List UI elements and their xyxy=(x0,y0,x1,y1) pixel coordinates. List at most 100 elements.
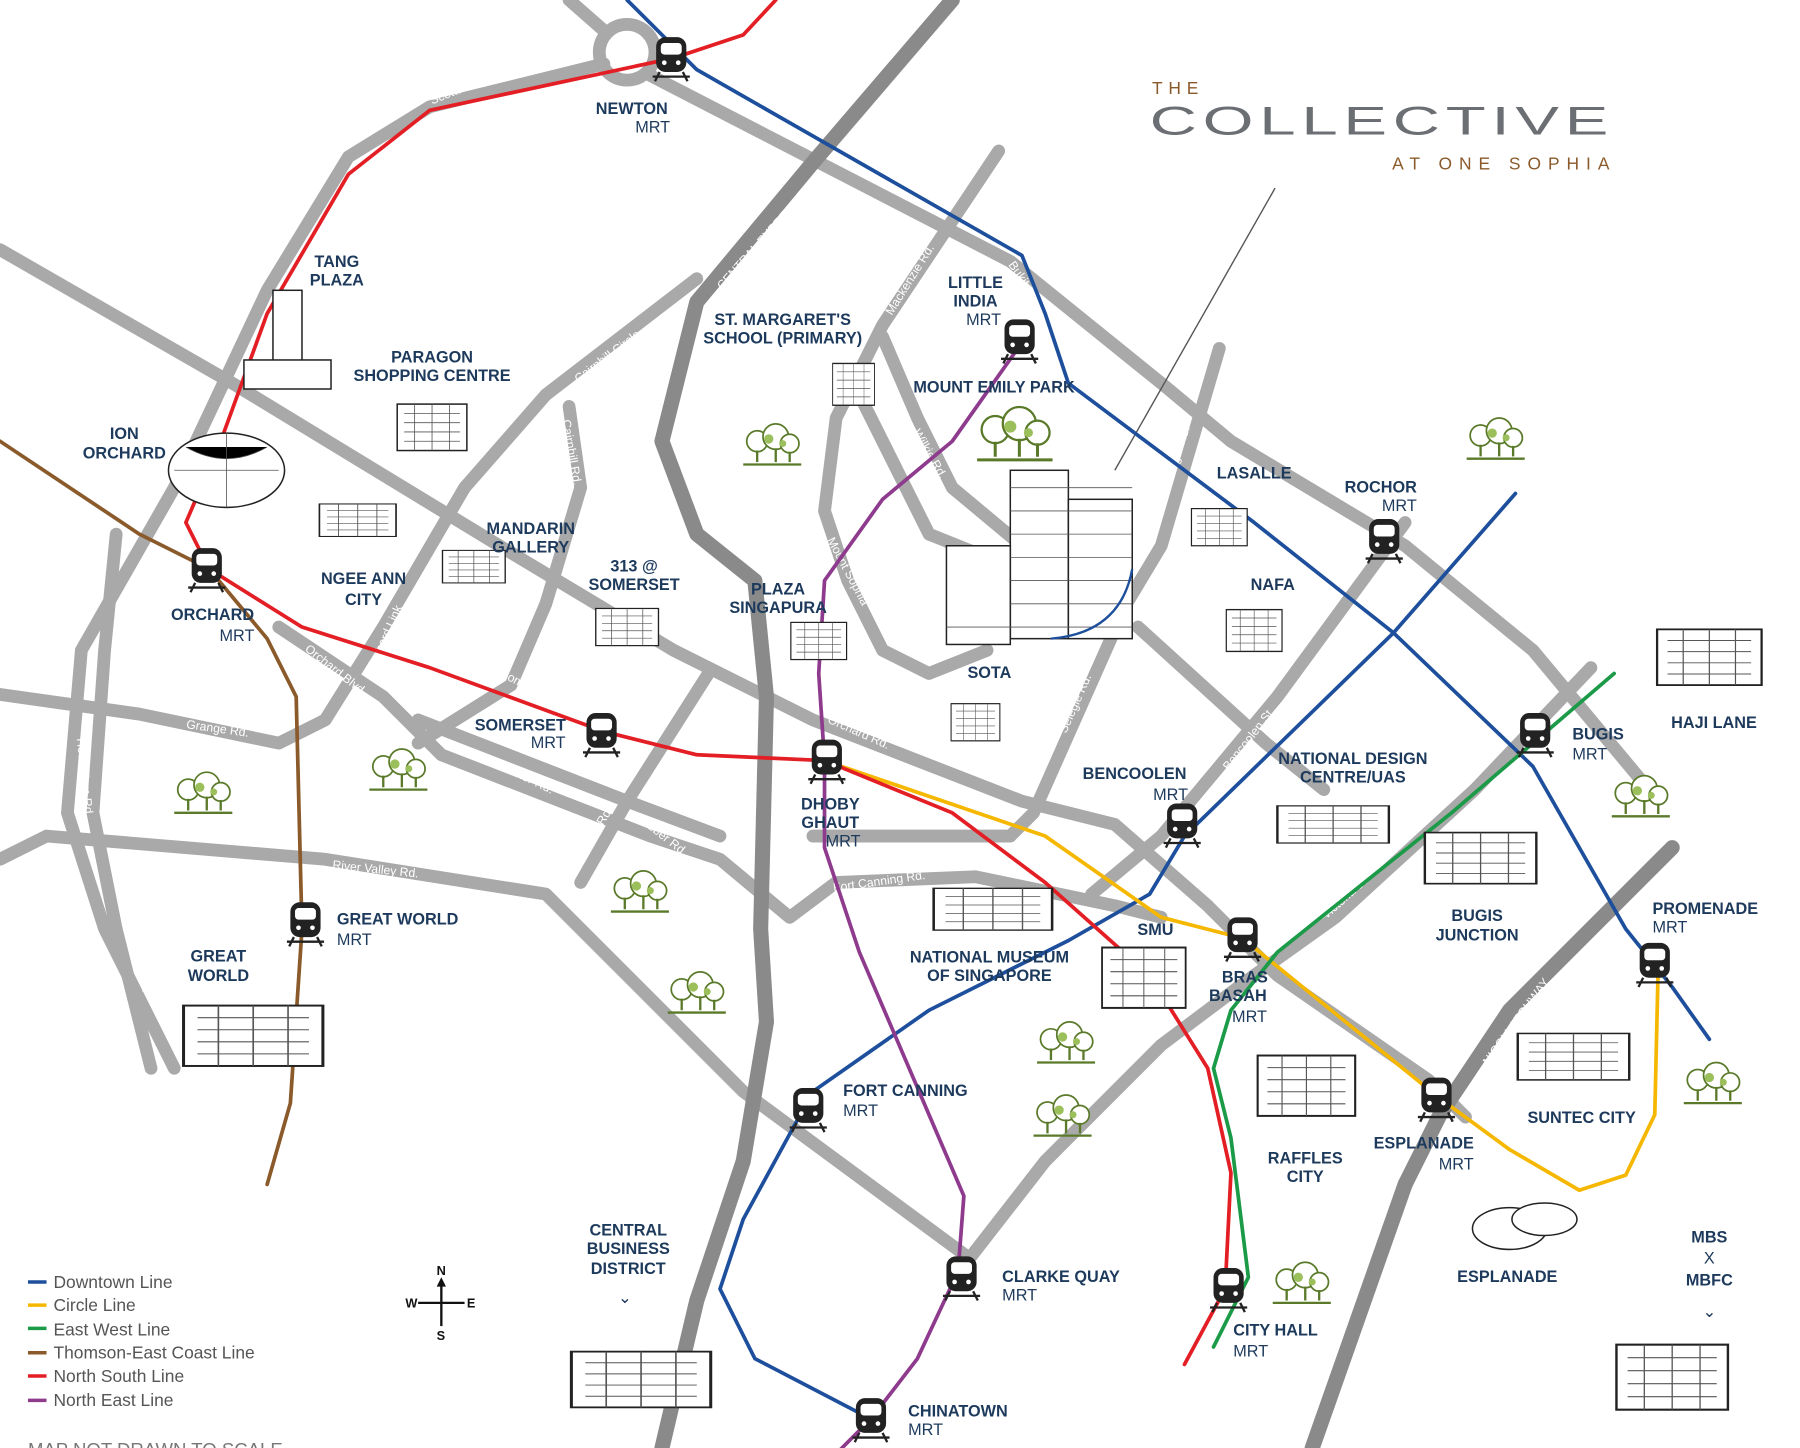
place-mandarin: MANDARIN xyxy=(487,520,575,538)
place-ion: ION xyxy=(110,425,139,443)
station-bras-basah: BRAS xyxy=(1222,968,1268,986)
station-bencoolen: BENCOOLEN xyxy=(1083,765,1187,783)
suntec-city-building xyxy=(1516,1032,1631,1082)
place-cbd-2: BUSINESS xyxy=(587,1240,670,1258)
place-national-design-centre-2: CENTRE/UAS xyxy=(1300,769,1406,787)
compass-w: W xyxy=(405,1295,418,1310)
compass-s: S xyxy=(437,1328,446,1343)
legend-northsouth: North South Line xyxy=(53,1366,184,1386)
tree xyxy=(666,970,727,1014)
train-icon-city-hall[interactable] xyxy=(1208,1266,1249,1314)
place-raffles-city-2: CITY xyxy=(1287,1168,1324,1186)
place-esplanade: ESPLANADE xyxy=(1457,1268,1557,1286)
station-rochor: ROCHOR xyxy=(1345,478,1417,496)
station-bras-basah-2: BASAH xyxy=(1209,987,1267,1005)
plaza-singapura-building xyxy=(790,621,848,661)
legend-downtown: Downtown Line xyxy=(53,1272,172,1292)
place-mbs: MBS xyxy=(1691,1228,1727,1246)
station-somerset: SOMERSET xyxy=(475,716,566,734)
mrt-label: MRT xyxy=(1652,918,1687,936)
tree xyxy=(1465,416,1526,460)
legend-northeast: North East Line xyxy=(53,1390,173,1410)
national-design-centre-building xyxy=(1276,804,1391,845)
place-national-museum-2: OF SINGAPORE xyxy=(927,967,1052,985)
mrt-label: MRT xyxy=(220,627,255,645)
place-mount-emily-park: MOUNT EMILY PARK xyxy=(913,378,1075,396)
mrt-label: MRT xyxy=(908,1421,943,1439)
station-dhoby-ghaut-2: GHAUT xyxy=(801,814,859,832)
train-icon-little-india[interactable] xyxy=(999,318,1040,365)
smu-building xyxy=(1101,946,1187,1009)
place-ngee-ann: NGEE ANN xyxy=(321,570,406,588)
not-to-scale-note: MAP NOT DRAWN TO SCALE xyxy=(28,1439,283,1448)
train-icon-bras-basah[interactable] xyxy=(1222,916,1263,963)
station-chinatown: CHINATOWN xyxy=(908,1403,1008,1421)
mrt-label: MRT xyxy=(1232,1008,1267,1026)
train-icon-great-world[interactable] xyxy=(285,901,326,948)
st-margarets-building xyxy=(831,362,876,406)
station-fort-canning: FORT CANNING xyxy=(843,1082,968,1100)
cbd-building xyxy=(569,1350,713,1409)
place-paragon: PARAGON xyxy=(391,348,473,366)
legend-circle: Circle Line xyxy=(53,1295,135,1315)
road-hill: Hill St. xyxy=(1159,1058,1195,1091)
line-downtown-2 xyxy=(718,491,1518,1421)
compass-icon: N S E W xyxy=(405,1263,476,1343)
mrt-label: MRT xyxy=(1382,497,1417,515)
train-icon-somerset[interactable] xyxy=(581,711,622,759)
place-lasalle: LASALLE xyxy=(1217,464,1292,482)
mbs-mbfc-building xyxy=(1615,1343,1730,1411)
great-world-building xyxy=(182,1004,325,1068)
tree xyxy=(1610,774,1672,818)
train-icon-fort-canning[interactable] xyxy=(788,1086,829,1134)
line-northsouth xyxy=(184,0,1233,1367)
train-icon-clarke-quay[interactable] xyxy=(941,1255,982,1302)
place-plaza-singapura-2: SINGAPURA xyxy=(729,599,827,617)
haji-lane-building xyxy=(1655,628,1763,687)
tree xyxy=(1271,1261,1332,1305)
line-tel xyxy=(0,439,304,1187)
paragon-building xyxy=(396,403,468,452)
tree xyxy=(368,747,429,791)
line-eastwest xyxy=(1211,671,1616,1349)
train-icon-promenade[interactable] xyxy=(1635,941,1675,989)
mrt-label: MRT xyxy=(1572,745,1607,763)
station-orchard: ORCHARD xyxy=(171,606,254,624)
legend-tel: Thomson-East Coast Line xyxy=(53,1343,254,1363)
train-icon-bugis[interactable] xyxy=(1515,711,1555,759)
place-313-2: SOMERSET xyxy=(588,576,679,594)
place-ngee-ann-2: CITY xyxy=(345,591,382,609)
mount-emily-park-tree xyxy=(975,405,1055,462)
place-paragon-2: SHOPPING CENTRE xyxy=(353,367,510,385)
train-icon-chinatown[interactable] xyxy=(851,1396,891,1444)
brand-the: THE xyxy=(1152,78,1204,98)
the-collective-building xyxy=(945,469,1134,646)
mrt-label: MRT xyxy=(1153,786,1188,804)
tree xyxy=(742,422,803,466)
place-cbd: CENTRAL xyxy=(589,1222,667,1240)
landmark-illustrations xyxy=(167,289,1763,1411)
esplanade-building xyxy=(1471,1202,1578,1251)
mrt-label: MRT xyxy=(1439,1155,1474,1173)
place-bugis-junction: BUGIS xyxy=(1451,907,1503,925)
train-icon-newton[interactable] xyxy=(651,35,691,83)
train-icon-orchard[interactable] xyxy=(187,546,227,594)
road-mackenzie: Mackenzie Rd. xyxy=(883,242,938,318)
line-circle xyxy=(822,758,1661,1193)
place-cbd-3: DISTRICT xyxy=(591,1260,666,1278)
legend: Downtown Line Circle Line East West Line… xyxy=(27,1272,283,1448)
mrt-label: MRT xyxy=(1002,1287,1037,1305)
chevron-down-icon: ⌄ xyxy=(1703,1303,1717,1321)
station-little-india-2: INDIA xyxy=(953,293,998,311)
train-icon-dhoby-ghaut[interactable] xyxy=(807,738,847,785)
tree xyxy=(173,771,234,814)
legend-eastwest: East West Line xyxy=(53,1319,170,1339)
brand-tagline: AT ONE SOPHIA xyxy=(1392,154,1616,174)
station-labels: NEWTON MRT LITTLE INDIA MRT ROCHOR MRT O… xyxy=(171,100,1758,1439)
roads xyxy=(0,0,1680,1448)
place-mbfc: MBFC xyxy=(1686,1271,1733,1289)
station-clarke-quay: CLARKE QUAY xyxy=(1002,1268,1120,1286)
place-national-museum: NATIONAL MUSEUM xyxy=(910,949,1069,967)
road-cte: CENTRAL EXPRESSWAY xyxy=(714,176,821,292)
mrt-label: MRT xyxy=(531,734,566,752)
